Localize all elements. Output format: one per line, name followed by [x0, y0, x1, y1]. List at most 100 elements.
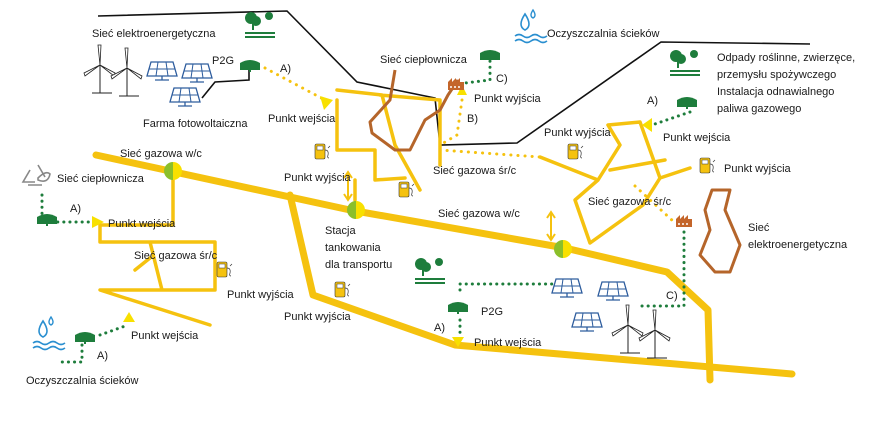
- high-pressure-gas-line: [92, 151, 714, 384]
- nature-sun-icon: [244, 11, 276, 38]
- bidirectional-arrow-right: [546, 210, 556, 242]
- label-pv-farm: Farma fotowoltaiczna: [143, 118, 248, 130]
- label-waste: przemysłu spożywczego: [717, 69, 836, 81]
- label-exit-point: Punkt wyjścia: [474, 93, 542, 105]
- label-fuel-station: tankowania: [325, 242, 382, 254]
- label-c: C): [496, 73, 508, 85]
- entry-arrow-right: [642, 118, 652, 132]
- label-b: B): [467, 113, 478, 125]
- solar-panel-icon: [571, 312, 603, 332]
- label-exit-point: Punkt wyjścia: [227, 289, 295, 301]
- fuel-pump-icon: [334, 281, 351, 298]
- p2g-plant-icon: [240, 60, 260, 72]
- left-heat-link: [40, 193, 97, 224]
- label-fuel-station: Stacja: [325, 225, 356, 237]
- pressure-station-center: [347, 201, 365, 219]
- solar-panel-icon: [169, 87, 201, 107]
- wind-turbine-icon: [611, 304, 644, 354]
- label-power-grid: Sieć elektroenergetyczna: [92, 28, 216, 40]
- region-boundary-line: [97, 10, 811, 146]
- label-mp-gas-network: Sieć gazowa śr/c: [134, 250, 218, 262]
- label-exit-point: Punkt wyjścia: [724, 163, 792, 175]
- recycle-leaf-icon: [21, 164, 51, 186]
- label-p2g: P2G: [212, 55, 234, 67]
- label-a: A): [647, 95, 658, 107]
- label-wwtp: Oczyszczalnia ścieków: [547, 28, 660, 40]
- fuel-pump-icon: [216, 261, 233, 278]
- renewables-bottom-link: [638, 230, 686, 308]
- medium-pressure-network-right: [538, 120, 692, 245]
- high-pressure-gas-loop: [286, 191, 796, 378]
- nature-sun-icon: [414, 257, 446, 284]
- label-power-grid: elektroenergetyczna: [748, 239, 848, 251]
- label-waste: Odpady roślinne, zwierzęce,: [717, 52, 855, 64]
- bidirectional-arrow-center: [343, 170, 353, 202]
- entry-arrow-top: [320, 96, 333, 110]
- water-drops-icon: [32, 316, 66, 351]
- biogas-plant-icon: [75, 332, 95, 344]
- biogas-plant-icon: [677, 97, 697, 109]
- label-a: A): [434, 322, 445, 334]
- label-entry-point: Punkt wejścia: [131, 330, 199, 342]
- label-power-grid: Sieć: [748, 222, 770, 234]
- medium-pressure-network-center: [335, 88, 442, 202]
- power-grid-right: [698, 188, 742, 274]
- label-heat-network: Sieć ciepłownicza: [380, 54, 468, 66]
- p2g-plant-icon: [448, 302, 468, 314]
- pressure-station-right: [554, 240, 572, 258]
- biogas-plant-icon: [37, 214, 57, 226]
- wind-turbine-icon: [83, 44, 116, 94]
- medium-pressure-network-left: [98, 168, 217, 327]
- label-hp-gas-network: Sieć gazowa w/c: [438, 208, 520, 220]
- label-exit-point: Punkt wyjścia: [284, 172, 352, 184]
- label-entry-point: Punkt wejścia: [108, 218, 176, 230]
- label-fuel-station: dla transportu: [325, 259, 392, 271]
- mp-interconnect-link: [438, 148, 542, 159]
- label-wwtp: Oczyszczalnia ścieków: [26, 375, 139, 387]
- label-exit-point: Punkt wyjścia: [544, 127, 612, 139]
- label-p2g: P2G: [481, 306, 503, 318]
- factory-icon: [447, 77, 465, 91]
- water-drops-icon: [514, 9, 548, 44]
- pressure-station-left: [164, 162, 182, 180]
- p2g-to-entry-link: [263, 66, 327, 102]
- fuel-pump-icon: [398, 181, 415, 198]
- heat-network-top: [368, 69, 460, 152]
- label-exit-point: Punkt wyjścia: [284, 311, 352, 323]
- solar-panel-icon: [181, 63, 213, 83]
- label-entry-point: Punkt wejścia: [268, 113, 336, 125]
- fuel-pump-icon: [699, 157, 716, 174]
- biogas-plant-icon: [480, 50, 500, 62]
- label-mp-gas-network: Sieć gazowa śr/c: [588, 196, 672, 208]
- entry-arrow-left: [92, 216, 104, 228]
- waste-plant-link: [650, 110, 692, 127]
- nature-sun-icon: [669, 49, 701, 76]
- label-mp-gas-network: Sieć gazowa śr/c: [433, 165, 517, 177]
- p2g-bottom-link: [458, 282, 557, 340]
- label-a: A): [280, 63, 291, 75]
- solar-panel-icon: [597, 281, 629, 301]
- wind-turbine-icon: [638, 309, 671, 359]
- label-renewable-gas-plant: Instalacja odnawialnego: [717, 86, 834, 98]
- label-a: A): [97, 350, 108, 362]
- entry-arrow-wwtp: [123, 312, 135, 322]
- solar-panel-icon: [146, 61, 178, 81]
- wwtp-to-heat-link: [463, 53, 492, 85]
- label-hp-gas-network: Sieć gazowa w/c: [120, 148, 202, 160]
- p2g-power-link: [201, 65, 250, 99]
- entry-arrow-bottom: [452, 337, 464, 347]
- label-entry-point: Punkt wejścia: [663, 132, 731, 144]
- label-heat-network: Sieć ciepłownicza: [57, 173, 145, 185]
- factory-icon: [675, 214, 693, 228]
- fuel-pump-icon: [567, 143, 584, 160]
- solar-panel-icon: [551, 278, 583, 298]
- label-renewable-gas-plant: paliwa gazowego: [717, 103, 801, 115]
- wwtp-bottom-link: [58, 323, 130, 364]
- fuel-pump-icon: [314, 143, 331, 160]
- heat-exit-link: [438, 98, 464, 147]
- label-c: C): [666, 290, 678, 302]
- wind-turbine-icon: [110, 47, 143, 97]
- label-a: A): [70, 203, 81, 215]
- label-entry-point: Punkt wejścia: [474, 337, 542, 349]
